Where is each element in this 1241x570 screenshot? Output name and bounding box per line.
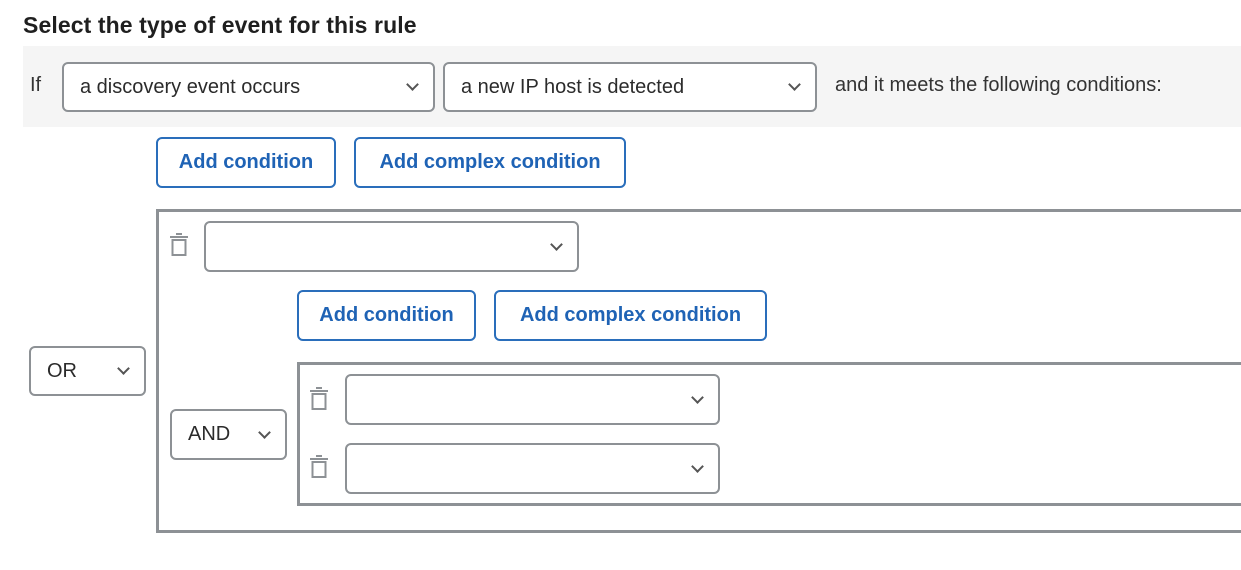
trash-icon[interactable] [169,232,189,258]
outer-condition-group [156,209,1241,533]
or-operator-select[interactable]: OR [29,346,146,396]
chevron-down-icon [258,425,271,439]
trash-icon[interactable] [309,386,329,412]
event-subtype-select[interactable]: a new IP host is detected [443,62,817,112]
inner-condition-select-2[interactable] [345,443,720,494]
event-type-value: a discovery event occurs [80,75,301,98]
inner-add-condition-button[interactable]: Add condition [297,290,476,341]
event-type-select[interactable]: a discovery event occurs [62,62,435,112]
and-operator-value: AND [188,423,231,445]
chevron-down-icon [691,390,704,404]
chevron-down-icon [691,459,704,473]
and-operator-select[interactable]: AND [170,409,287,460]
conditions-label: and it meets the following conditions: [835,74,1162,96]
or-operator-value: OR [47,359,77,382]
add-complex-condition-button[interactable]: Add complex condition [354,137,626,188]
chevron-down-icon [550,237,563,251]
inner-condition-group [297,362,1241,506]
chevron-down-icon [117,362,130,375]
inner-condition-select-1[interactable] [345,374,720,425]
outer-condition-select[interactable] [204,221,579,272]
event-subtype-value: a new IP host is detected [461,75,685,98]
trash-icon[interactable] [309,454,329,480]
if-label: If [30,74,42,96]
chevron-down-icon [788,78,801,91]
page-title: Select the type of event for this rule [23,12,417,38]
inner-add-complex-condition-button[interactable]: Add complex condition [494,290,767,341]
add-condition-button[interactable]: Add condition [156,137,336,188]
chevron-down-icon [406,78,419,91]
